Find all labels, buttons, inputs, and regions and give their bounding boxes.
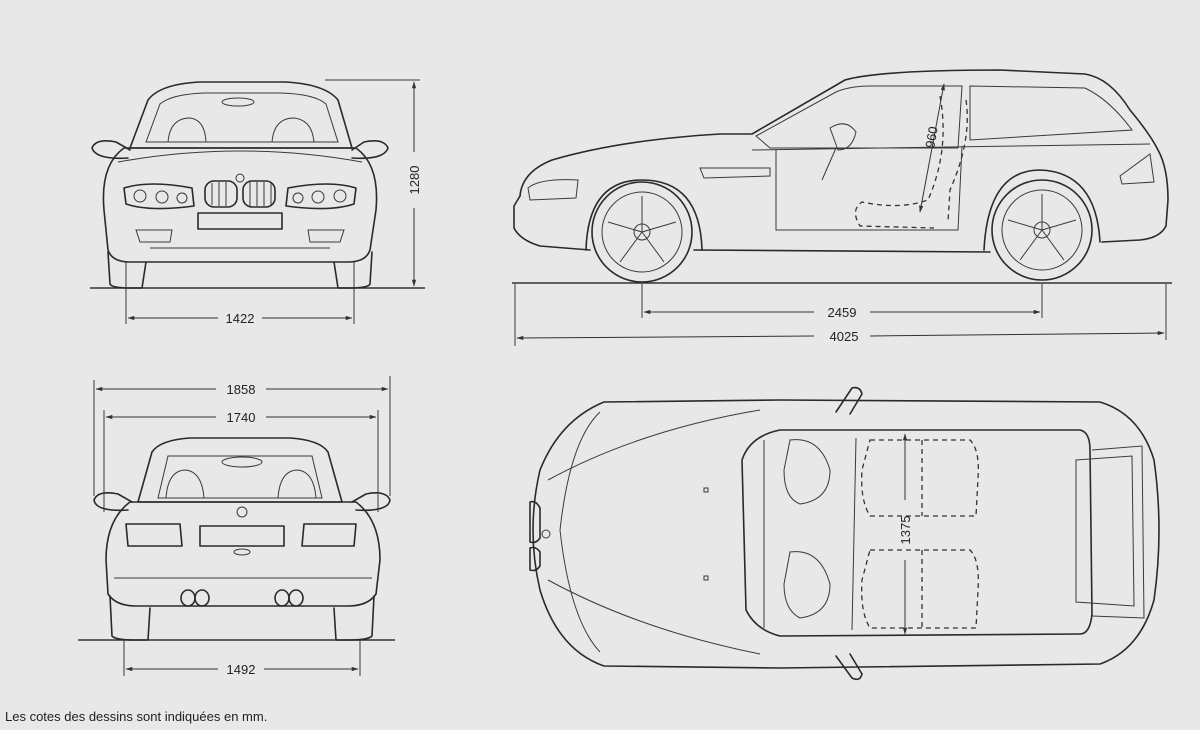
rear-view: 1858 1740 1492 xyxy=(78,376,395,677)
dim-width-body: 1740 xyxy=(227,410,256,425)
dim-front-track: 1422 xyxy=(226,311,255,326)
dim-seat-height: 960 xyxy=(922,125,941,149)
dim-width-mirrors: 1858 xyxy=(227,382,256,397)
dim-wheelbase: 2459 xyxy=(828,305,857,320)
caption-note: Les cotes des dessins sont indiquées en … xyxy=(5,709,268,724)
dim-length: 4025 xyxy=(830,329,859,344)
side-view: 960 2459 4025 xyxy=(512,69,1172,346)
front-view: 1422 1280 xyxy=(90,79,425,326)
dim-rear-track: 1492 xyxy=(227,662,256,677)
top-view: 1375 xyxy=(529,386,1160,681)
dim-interior-width: 1375 xyxy=(898,516,913,545)
dim-height: 1280 xyxy=(407,166,422,195)
